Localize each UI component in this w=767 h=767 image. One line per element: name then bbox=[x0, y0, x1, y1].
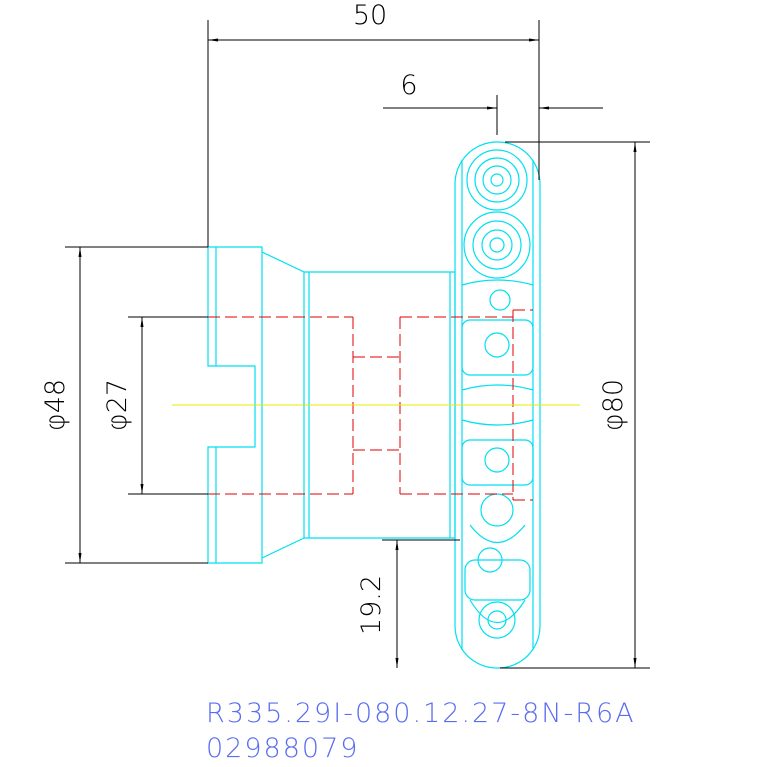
dim-80-text: φ80 bbox=[598, 379, 629, 431]
dim-27-text: φ27 bbox=[102, 379, 133, 431]
dim-19-2-text: 19.2 bbox=[356, 575, 387, 635]
dim-6-text: 6 bbox=[400, 70, 417, 101]
dim-50-text: 50 bbox=[353, 0, 387, 31]
part-number-label: R335.29I-080.12.27-8N-R6A bbox=[206, 698, 636, 729]
dimension-lines bbox=[65, 20, 650, 669]
dim-48-text: φ48 bbox=[40, 379, 71, 431]
flange-outline bbox=[207, 246, 263, 564]
order-code-label: 02988079 bbox=[206, 733, 360, 764]
